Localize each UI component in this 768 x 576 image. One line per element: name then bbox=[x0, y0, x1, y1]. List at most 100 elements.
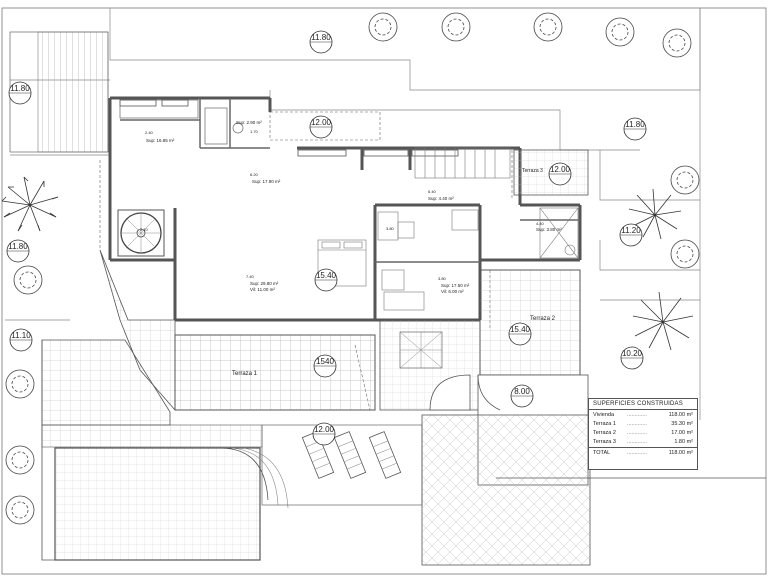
palm-tree-icon bbox=[628, 188, 682, 240]
staircase-top bbox=[414, 147, 511, 179]
dimension-label: 7.40 bbox=[246, 274, 255, 279]
shrub-icon bbox=[662, 28, 692, 58]
svg-text:11.80: 11.80 bbox=[8, 242, 28, 251]
legend-row: Terraza 3 ............. 1.80 m² bbox=[593, 438, 693, 445]
shrub-icon bbox=[441, 12, 471, 42]
left-retaining-wall bbox=[41, 340, 55, 561]
level-marker: 11.80 bbox=[623, 117, 647, 141]
legend-row-value: 1.80 m² bbox=[674, 438, 693, 445]
bed bbox=[317, 239, 367, 287]
house-inner-walls bbox=[120, 98, 580, 263]
svg-text:8.00: 8.00 bbox=[514, 387, 530, 396]
palm-trees bbox=[1, 176, 694, 351]
shrub-icon bbox=[670, 165, 700, 195]
svg-text:11.80: 11.80 bbox=[311, 33, 331, 42]
room-volume-label: Vil: 6.00 m² bbox=[441, 289, 464, 294]
level-marker: 11.10 bbox=[9, 328, 33, 352]
level-marker: 8.00 bbox=[510, 384, 534, 408]
legend-row: Terraza 2 ............. 17.00 m² bbox=[593, 429, 693, 436]
level-marker: 15.40 bbox=[508, 322, 532, 346]
legend-total-row: TOTAL ............. 118.00 m² bbox=[589, 447, 697, 457]
level-marker: 12.00 bbox=[309, 115, 333, 139]
room-area-label: Sup: 16.85 m² bbox=[146, 138, 175, 143]
legend-total-value: 118.00 m² bbox=[668, 449, 693, 456]
shrub-icon bbox=[368, 12, 398, 42]
room-area-label: Sup: 17.90 m² bbox=[252, 179, 281, 184]
shrubs bbox=[5, 12, 700, 525]
terrace-label: Terraza 3 bbox=[522, 168, 543, 174]
level-markers: 11.80 11.80 12.00 11.80 12.00 11.80 11.2… bbox=[6, 30, 647, 446]
shrub-icon bbox=[670, 239, 700, 269]
dimension-labels: 2.40 1.70 6.20 2.10 7.40 6.40 3.80 3.80 … bbox=[140, 129, 545, 281]
bedroom-furniture bbox=[377, 209, 479, 311]
dimension-label: 3.80 bbox=[386, 226, 395, 231]
level-marker: 12.00 bbox=[312, 422, 336, 446]
shrub-icon bbox=[5, 495, 35, 525]
legend-row-name: Terraza 2 bbox=[593, 429, 616, 436]
legend-row-value: 35.30 m² bbox=[671, 420, 693, 427]
level-marker: 10.20 bbox=[620, 346, 644, 370]
legend-total-name: TOTAL bbox=[593, 449, 611, 456]
room-labels: Sup: 2.90 m² Sup: 16.85 m² Sup: 17.90 m²… bbox=[146, 120, 562, 294]
palm-tree-icon bbox=[1, 176, 59, 232]
svg-text:11.80: 11.80 bbox=[10, 84, 30, 93]
svg-text:15.40: 15.40 bbox=[510, 325, 531, 334]
level-marker: 11.80 bbox=[309, 30, 333, 54]
svg-text:12.00: 12.00 bbox=[314, 425, 335, 434]
kitchen-counter bbox=[119, 99, 244, 145]
dimension-label: 4.40 bbox=[536, 221, 545, 226]
terrace-labels: Terraza 1 Terraza 2 Terraza 3 bbox=[232, 168, 556, 377]
level-marker: 11.20 bbox=[619, 223, 643, 247]
palm-tree-icon bbox=[632, 291, 694, 351]
pool-deck bbox=[261, 414, 591, 566]
terrace-label: Terraza 1 bbox=[232, 371, 258, 377]
room-area-label: Sup: 17.50 m² bbox=[441, 283, 470, 288]
dimension-label: 2.40 bbox=[145, 130, 154, 135]
bathroom-right bbox=[539, 207, 579, 259]
superficies-legend: SUPERFICIES CONSTRUIDAS Vivienda .......… bbox=[588, 398, 698, 470]
shrub-icon bbox=[5, 369, 35, 399]
terraza-2-area bbox=[479, 269, 581, 376]
level-marker: 12.00 bbox=[548, 162, 572, 186]
svg-text:12.00: 12.00 bbox=[550, 165, 571, 174]
legend-row-value: 17.00 m² bbox=[671, 429, 693, 436]
central-terrace bbox=[379, 319, 481, 411]
level-marker: 15.40 bbox=[314, 268, 338, 292]
legend-title: SUPERFICIES CONSTRUIDAS bbox=[589, 399, 697, 410]
room-volume-label: Vil: 11.00 m² bbox=[250, 287, 275, 292]
terraza-1-area bbox=[99, 249, 376, 411]
svg-text:12.00: 12.00 bbox=[311, 118, 332, 127]
svg-text:11.80: 11.80 bbox=[625, 120, 645, 129]
dimension-label: 3.80 bbox=[438, 276, 447, 281]
dimension-label: 1.70 bbox=[250, 129, 259, 134]
level-marker: 11.80 bbox=[6, 239, 30, 263]
shrub-icon bbox=[605, 17, 635, 47]
legend-row-value: 118.00 m² bbox=[668, 411, 693, 418]
shrub-icon bbox=[533, 12, 563, 42]
dimension-label: 6.20 bbox=[250, 172, 259, 177]
terrace-label: Terraza 2 bbox=[530, 316, 556, 322]
svg-text:1540: 1540 bbox=[316, 357, 334, 366]
room-area-label: Sup: 4.40 m² bbox=[428, 196, 454, 201]
sun-loungers bbox=[301, 431, 402, 479]
legend-row-name: Terraza 3 bbox=[593, 438, 616, 445]
spiral-staircase bbox=[117, 209, 165, 257]
svg-text:11.10: 11.10 bbox=[11, 331, 31, 340]
swimming-pool bbox=[54, 447, 289, 561]
left-terrace-strip bbox=[41, 339, 263, 448]
legend-row: Vivienda ............. 118.00 m² bbox=[593, 411, 693, 418]
plot-boundary bbox=[1, 7, 767, 575]
legend-row: Terraza 1 ............. 35.30 m² bbox=[593, 420, 693, 427]
legend-row-name: Terraza 1 bbox=[593, 420, 616, 427]
dimension-label: 2.10 bbox=[140, 227, 149, 232]
svg-text:11.20: 11.20 bbox=[621, 226, 641, 235]
shrub-icon bbox=[5, 445, 35, 475]
room-area-label: Sup: 2.90 m² bbox=[236, 120, 262, 125]
svg-text:15.40: 15.40 bbox=[316, 271, 337, 280]
svg-text:10.20: 10.20 bbox=[622, 349, 643, 358]
legend-row-name: Vivienda bbox=[593, 411, 614, 418]
level-marker: 1540 bbox=[313, 354, 337, 378]
shrub-icon bbox=[13, 265, 43, 295]
room-area-label: Sup: 3.80 m² bbox=[536, 227, 562, 232]
